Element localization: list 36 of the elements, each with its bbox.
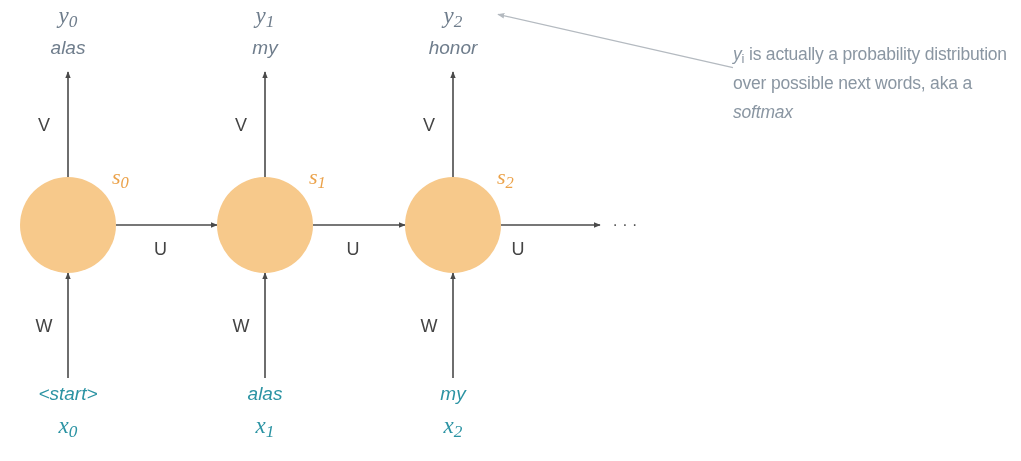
arrow: [262, 272, 268, 379]
arrow: [500, 222, 601, 228]
variable-label: x$_{1}$: [255, 412, 275, 442]
word-label: my: [440, 382, 466, 406]
variable-label: x$_{0}$: [58, 412, 78, 442]
state-label: s$_{1}$: [309, 165, 326, 189]
edge-label: V: [422, 113, 436, 137]
edge-label: W: [231, 314, 251, 338]
variable-label: y$_{2}$: [443, 2, 463, 32]
edge-label: U: [153, 238, 168, 261]
word-label: my: [252, 36, 278, 60]
arrow: [65, 71, 71, 178]
arrow: [450, 272, 456, 379]
arrow: [312, 222, 406, 228]
word-label: alas: [247, 382, 283, 406]
edge-label: U: [345, 238, 361, 261]
edge-label: W: [419, 314, 439, 338]
variable-label: y$_{0}$: [58, 2, 78, 32]
note-text: y$_{i}$ is actually a probability distribution over possible next words, aka a softmax: [733, 43, 1008, 124]
arrow: [115, 222, 218, 228]
variable-label: y$_{1}$: [255, 2, 275, 32]
arrow: [262, 71, 268, 178]
edge-label: U: [510, 238, 526, 261]
leader-line: [497, 13, 734, 69]
state-label: s$_{2}$: [497, 165, 514, 189]
ellipsis: · · ·: [612, 215, 638, 235]
edge-label: V: [234, 113, 248, 137]
edge-label: W: [34, 314, 54, 338]
edge-label: V: [37, 113, 51, 137]
word-label: honor: [428, 36, 478, 60]
word-label: alas: [50, 36, 86, 60]
arrow: [450, 71, 456, 178]
variable-label: x$_{2}$: [443, 412, 463, 442]
word-label: <start>: [38, 382, 98, 406]
state-label: s$_{0}$: [112, 165, 129, 189]
arrow: [65, 272, 71, 379]
